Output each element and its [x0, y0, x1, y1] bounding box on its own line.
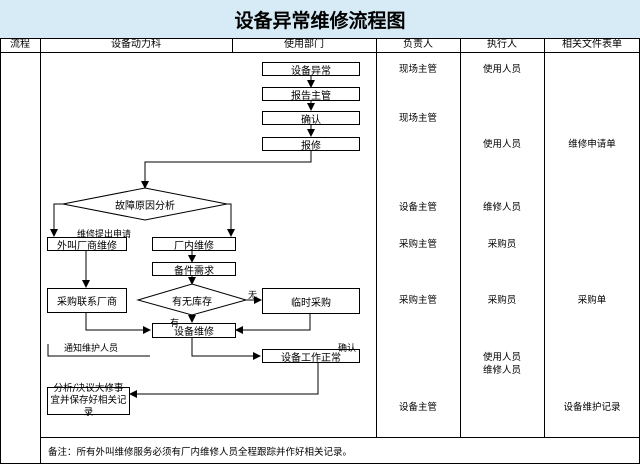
node-internal: 厂内维修: [152, 237, 236, 252]
node-confirm: 确认: [262, 111, 360, 126]
doc-cell: 设备维护记录: [563, 402, 621, 413]
node-stock: 有无库存: [172, 296, 212, 308]
node-overhaul: 分析/决议大修事宜并保存好相关记录: [47, 383, 130, 418]
node-parts: 备件需求: [152, 262, 236, 277]
owner-cell: 采购主管: [398, 239, 437, 250]
owner-cell: 采购主管: [398, 295, 437, 306]
label-no: 无: [248, 291, 258, 301]
remark-note: 备注：所有外叫维修服务必须有厂内维修人员全程跟踪并作好相关记录。: [48, 447, 353, 458]
node-analysis: 故障原因分析: [115, 200, 175, 212]
label-yes: 有: [170, 319, 180, 329]
header-executor: 执行人: [487, 39, 517, 50]
executor-cell: 维修人员: [482, 365, 521, 376]
page-title: 设备异常维修流程图: [0, 0, 640, 38]
label-request: 维修提出申请: [77, 230, 132, 240]
owner-cell: 现场主管: [398, 64, 437, 75]
executor-cell: 采购员: [487, 239, 517, 250]
executor-cell: 采购员: [487, 295, 517, 306]
owner-cell: 设备主管: [398, 402, 437, 413]
header-dept: 设备动力科: [111, 39, 161, 50]
executor-cell: 使用人员: [482, 352, 521, 363]
node-external: 外叫厂商维修: [47, 237, 127, 252]
node-report: 报告主管: [262, 87, 360, 102]
node-repair: 设备维修: [152, 323, 236, 338]
doc-cell: 采购单: [577, 295, 607, 306]
owner-cell: 现场主管: [398, 113, 437, 124]
stock-check-diamond: [136, 283, 248, 316]
header-docs: 相关文件表单: [562, 39, 622, 50]
executor-cell: 使用人员: [482, 64, 521, 75]
executor-cell: 维修人员: [482, 202, 521, 213]
fault-analysis-diamond: [62, 187, 228, 221]
owner-cell: 设备主管: [398, 202, 437, 213]
header-process: 流程: [10, 39, 30, 50]
node-contact: 采购联系厂商: [47, 288, 127, 313]
label-notify: 通知维护人员: [64, 344, 119, 354]
node-submit: 报修: [262, 137, 360, 152]
node-abnormal: 设备异常: [262, 62, 360, 77]
executor-cell: 使用人员: [482, 139, 521, 150]
label-confirm: 确认: [338, 344, 357, 354]
node-normal: 设备工作正常: [262, 349, 360, 364]
header-dept-user: 使用部门: [284, 39, 324, 50]
doc-cell: 维修申请单: [568, 139, 616, 150]
header-owner: 负责人: [403, 39, 433, 50]
node-temp-buy: 临时采购: [262, 288, 360, 314]
